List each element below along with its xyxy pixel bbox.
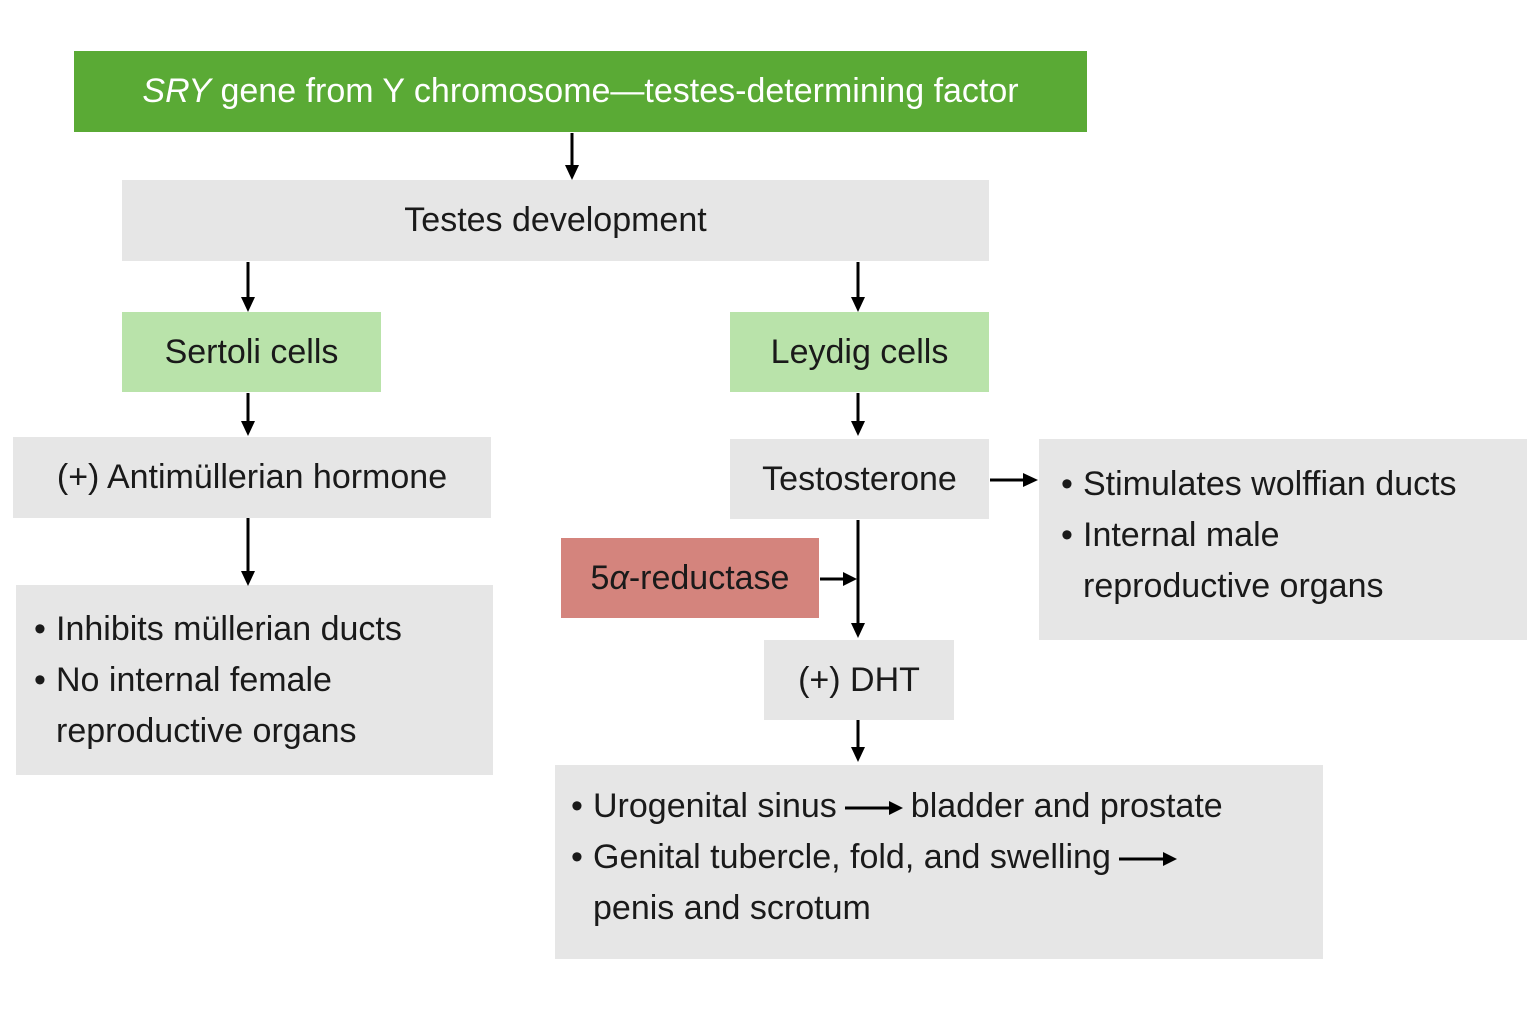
arrowhead bbox=[241, 571, 255, 586]
leydig-cells-box: Leydig cells bbox=[730, 312, 989, 392]
antimullerian-hormone-label: (+) Antimüllerian hormone bbox=[56, 458, 448, 497]
sertoli-cells-box: Sertoli cells bbox=[122, 312, 381, 392]
list-item-continuation: reproductive organs bbox=[1083, 567, 1384, 605]
dht-box: (+) DHT bbox=[764, 640, 954, 720]
arrowhead bbox=[851, 623, 865, 638]
leydig-cells-label: Leydig cells bbox=[770, 332, 949, 371]
reductase-prefix: 5 bbox=[590, 558, 610, 597]
sry-rest: gene from Y chromosome—testes-determinin… bbox=[211, 72, 1019, 111]
arrowhead bbox=[241, 421, 255, 436]
wolffian-effects-box: •Stimulates wolffian ducts •Internal mal… bbox=[1039, 439, 1527, 640]
sry-label: SRY gene from Y chromosome—testes-determ… bbox=[142, 71, 1018, 112]
list-item: •No internal female bbox=[34, 661, 332, 699]
5-alpha-reductase-box: 5α-reductase bbox=[561, 538, 819, 618]
arrowhead bbox=[851, 421, 865, 436]
list-item-continuation: reproductive organs bbox=[56, 712, 357, 750]
list-item: •Genital tubercle, fold, and swelling bbox=[571, 832, 1185, 883]
mullerian-effects-box: •Inhibits müllerian ducts •No internal f… bbox=[16, 585, 493, 775]
sry-italic: SRY bbox=[142, 72, 212, 111]
testosterone-label: Testosterone bbox=[762, 459, 957, 498]
list-item: •Inhibits müllerian ducts bbox=[34, 610, 402, 648]
list-item: •Stimulates wolffian ducts bbox=[1061, 465, 1457, 503]
arrowhead bbox=[851, 747, 865, 762]
5-alpha-reductase-label: 5α-reductase bbox=[591, 558, 790, 599]
right-arrow-icon bbox=[844, 801, 903, 816]
sertoli-cells-label: Sertoli cells bbox=[164, 332, 339, 371]
arrowhead bbox=[241, 297, 255, 312]
reductase-suffix: -reductase bbox=[628, 558, 790, 597]
list-item: •Internal male bbox=[1061, 516, 1280, 554]
right-arrow-icon bbox=[1118, 852, 1177, 867]
arrowhead bbox=[1023, 473, 1038, 487]
testosterone-box: Testosterone bbox=[730, 439, 989, 519]
antimullerian-hormone-box: (+) Antimüllerian hormone bbox=[13, 437, 491, 518]
sry-gene-box: SRY gene from Y chromosome—testes-determ… bbox=[74, 51, 1087, 132]
dht-label: (+) DHT bbox=[798, 660, 920, 699]
list-item-continuation: penis and scrotum bbox=[593, 889, 871, 927]
testes-development-label: Testes development bbox=[404, 201, 707, 240]
testes-development-box: Testes development bbox=[122, 180, 989, 261]
arrowhead bbox=[843, 572, 857, 586]
arrowhead bbox=[565, 165, 579, 180]
alpha-symbol: α bbox=[609, 558, 629, 597]
arrowhead bbox=[851, 297, 865, 312]
